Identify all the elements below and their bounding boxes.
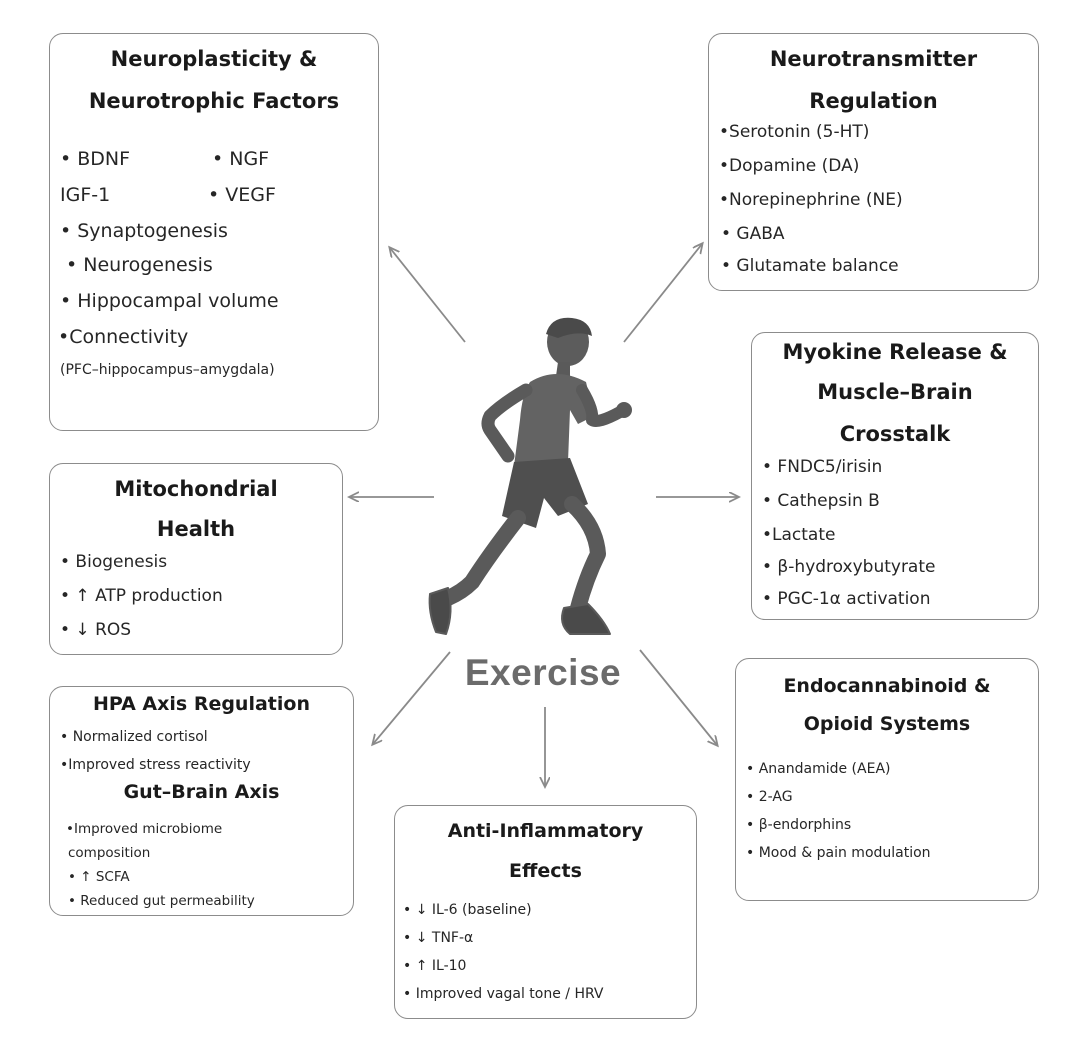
arrow-to-neuroplasticity <box>390 248 466 343</box>
myokine-box: Myokine Release & Muscle–Brain Crosstalk… <box>751 332 1039 620</box>
list-item-tnf: • ↓ TNF-α <box>403 930 474 946</box>
endocannabinoid-title-line2: Opioid Systems <box>803 713 971 735</box>
list-item-dopamine: •Dopamine (DA) <box>719 156 860 176</box>
list-item-pgc1a: • PGC-1α activation <box>762 589 931 609</box>
center-label-exercise: Exercise <box>464 652 622 693</box>
list-item-2ag: • 2-AG <box>746 789 793 805</box>
list-item-vegf: • VEGF <box>208 184 276 206</box>
myokine-title-line3: Crosstalk <box>839 422 951 446</box>
neuroplasticity-box: Neuroplasticity & Neurotrophic Factors •… <box>49 33 379 431</box>
list-item-stress: •Improved stress reactivity <box>60 757 251 773</box>
list-item-il6: • ↓ IL-6 (baseline) <box>403 902 532 918</box>
list-item-ngf: • NGF <box>212 148 270 170</box>
list-item-microbiome: •Improved microbiome <box>66 821 223 837</box>
arrow-to-endocannabinoid <box>639 649 717 745</box>
anti-inflammatory-title-line2: Effects <box>509 860 582 882</box>
myokine-title-line1: Myokine Release & <box>782 340 1008 364</box>
list-item-lactate: •Lactate <box>762 525 836 545</box>
list-item-synaptogenesis: • Synaptogenesis <box>60 220 228 242</box>
list-item-cortisol: • Normalized cortisol <box>60 729 208 745</box>
list-item-igf1: IGF-1 <box>60 184 111 206</box>
anti-inflammatory-title-line1: Anti-Inflammatory <box>447 820 644 842</box>
list-item-anandamide: • Anandamide (AEA) <box>746 761 891 777</box>
anti-inflammatory-box: Anti-Inflammatory Effects • ↓ IL-6 (base… <box>394 805 697 1019</box>
neurotransmitter-title-line1: Neurotransmitter <box>769 47 978 71</box>
list-item-connectivity-detail: (PFC–hippocampus–amygdala) <box>60 362 275 378</box>
list-item-glutamate: • Glutamate balance <box>721 256 899 276</box>
list-item-il10: • ↑ IL-10 <box>403 958 467 974</box>
list-item-composition: composition <box>68 845 151 861</box>
list-item-mood: • Mood & pain modulation <box>746 845 931 861</box>
list-item-permeability: • Reduced gut permeability <box>68 893 255 909</box>
list-item-biogenesis: • Biogenesis <box>60 552 168 572</box>
hpa-title: HPA Axis Regulation <box>93 693 310 715</box>
list-item-irisin: • FNDC5/irisin <box>762 457 883 477</box>
mitochondrial-box: Mitochondrial Health • Biogenesis • ↑ AT… <box>49 463 343 655</box>
endocannabinoid-title-line1: Endocannabinoid & <box>783 675 991 697</box>
list-item-ros: • ↓ ROS <box>60 620 132 640</box>
neuroplasticity-title-line1: Neuroplasticity & <box>110 47 318 71</box>
neurotransmitter-title-line2: Regulation <box>809 89 938 113</box>
list-item-norepinephrine: •Norepinephrine (NE) <box>719 190 903 210</box>
endocannabinoid-box: Endocannabinoid & Opioid Systems • Anand… <box>735 658 1039 901</box>
myokine-title-line2: Muscle–Brain <box>817 380 973 404</box>
gut-title: Gut–Brain Axis <box>123 781 280 803</box>
mitochondrial-title-line2: Health <box>156 517 236 541</box>
list-item-bdnf: • BDNF <box>60 148 131 170</box>
mitochondrial-title-line1: Mitochondrial <box>114 477 278 501</box>
list-item-vagal: • Improved vagal tone / HRV <box>403 986 604 1002</box>
neuroplasticity-title-line2: Neurotrophic Factors <box>88 89 340 113</box>
arrow-to-hpa <box>373 651 451 744</box>
list-item-atp: • ↑ ATP production <box>60 586 223 606</box>
list-item-bhb: • β-hydroxybutyrate <box>762 557 936 577</box>
list-item-endorphins: • β-endorphins <box>746 817 852 833</box>
list-item-serotonin: •Serotonin (5-HT) <box>719 122 870 142</box>
list-item-neurogenesis: • Neurogenesis <box>66 254 213 276</box>
list-item-connectivity: •Connectivity <box>58 326 189 348</box>
hpa-gut-box: HPA Axis Regulation • Normalized cortiso… <box>49 686 354 916</box>
list-item-gaba: • GABA <box>721 224 785 244</box>
list-item-cathepsin: • Cathepsin B <box>762 491 880 511</box>
list-item-scfa: • ↑ SCFA <box>68 869 130 885</box>
arrow-to-neurotransmitter <box>623 244 702 343</box>
neurotransmitter-box: Neurotransmitter Regulation •Serotonin (… <box>708 33 1039 291</box>
running-person-icon <box>428 317 632 635</box>
list-item-hippocampal-volume: • Hippocampal volume <box>60 290 279 312</box>
